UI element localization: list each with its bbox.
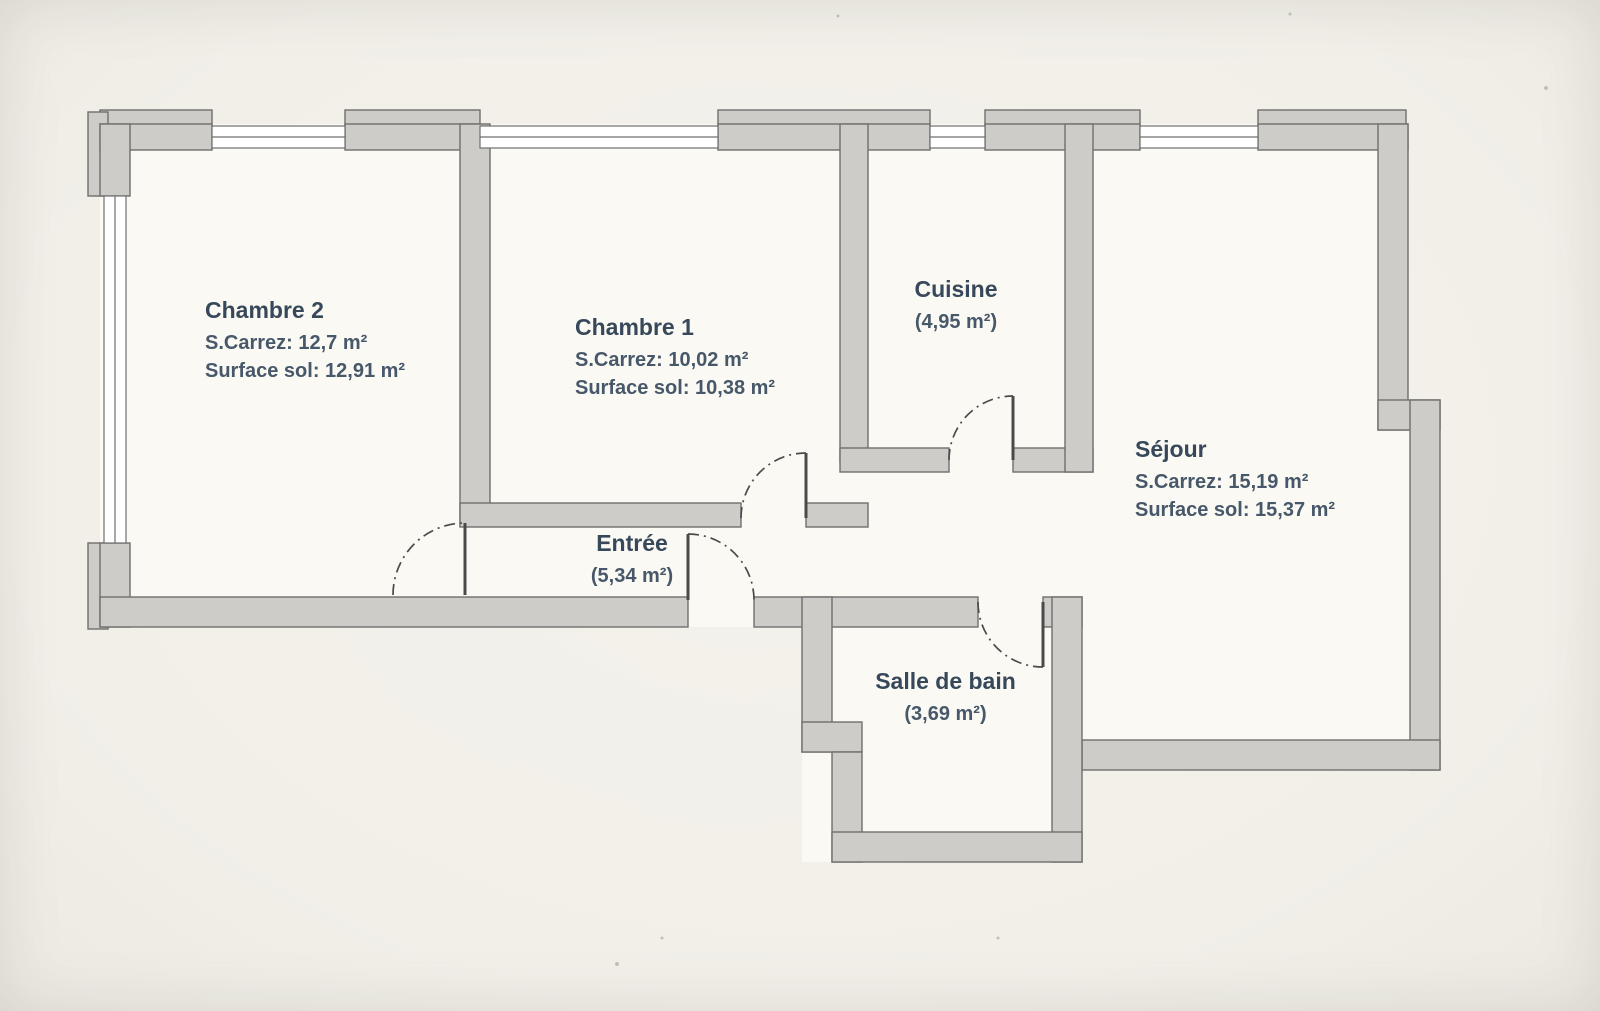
paper-speck: [836, 14, 840, 18]
floors: [100, 124, 1440, 862]
wall-segment: [839, 123, 869, 463]
paper-speck: [1544, 86, 1548, 90]
wall-segment: [805, 502, 869, 528]
floor-area: [1080, 400, 1440, 770]
wall-segment: [753, 596, 979, 628]
wall-segment: [99, 596, 689, 628]
wall-segment: [459, 123, 491, 525]
door-swing-arc: [977, 601, 1044, 668]
wall-segment: [99, 123, 131, 197]
door-swing-arc: [948, 395, 1014, 461]
windows: [103, 125, 1259, 544]
doors: [392, 395, 1045, 668]
wall-segment: [344, 123, 481, 151]
wall-segment: [459, 502, 742, 528]
wall-segment: [1409, 399, 1441, 771]
wall-segment: [1377, 123, 1409, 431]
wall-segment: [717, 123, 931, 151]
door-swing-arc: [687, 533, 755, 601]
wall-segment: [1051, 596, 1083, 863]
wall-segment: [831, 831, 1083, 863]
wall-segment: [984, 123, 1141, 151]
walls: [99, 123, 1441, 863]
wall-segment: [1081, 739, 1441, 771]
door-swing-arc: [740, 452, 807, 519]
paper-specks: [615, 12, 1548, 966]
paper-speck: [615, 962, 619, 966]
paper-speck: [660, 936, 664, 940]
paper-speck: [1288, 12, 1292, 16]
wall-segment: [1064, 123, 1094, 473]
paper-speck: [996, 936, 1000, 940]
wall-segment: [801, 721, 863, 753]
door-swing-arc: [392, 522, 466, 596]
wall-segment: [839, 447, 950, 473]
